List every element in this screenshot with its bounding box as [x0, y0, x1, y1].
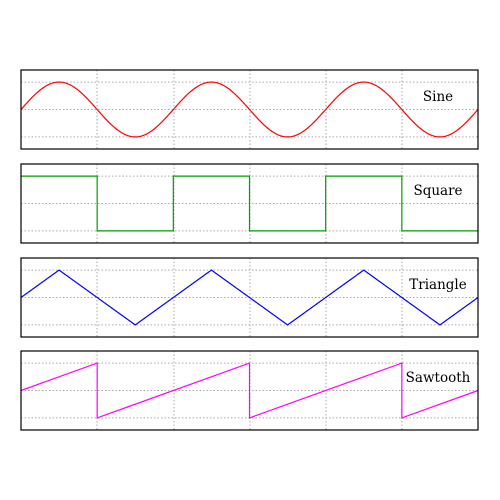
panel-sine: Sine [20, 69, 479, 150]
sine-label: Sine [423, 89, 453, 105]
sawtooth-label: Sawtooth [406, 370, 471, 386]
triangle-wave [20, 269, 479, 326]
panel-triangle: Triangle [20, 257, 479, 338]
panel-frame [20, 163, 479, 244]
sine-wave [20, 81, 479, 138]
panel-frame [20, 350, 479, 431]
square-wave [21, 175, 478, 232]
square-label: Square [413, 183, 462, 199]
panel-frame [20, 257, 479, 338]
sawtooth-wave [20, 362, 479, 419]
panel-sawtooth: Sawtooth [20, 350, 479, 431]
panel-frame [20, 69, 479, 150]
triangle-label: Triangle [409, 277, 466, 293]
panel-square: Square [20, 163, 479, 244]
